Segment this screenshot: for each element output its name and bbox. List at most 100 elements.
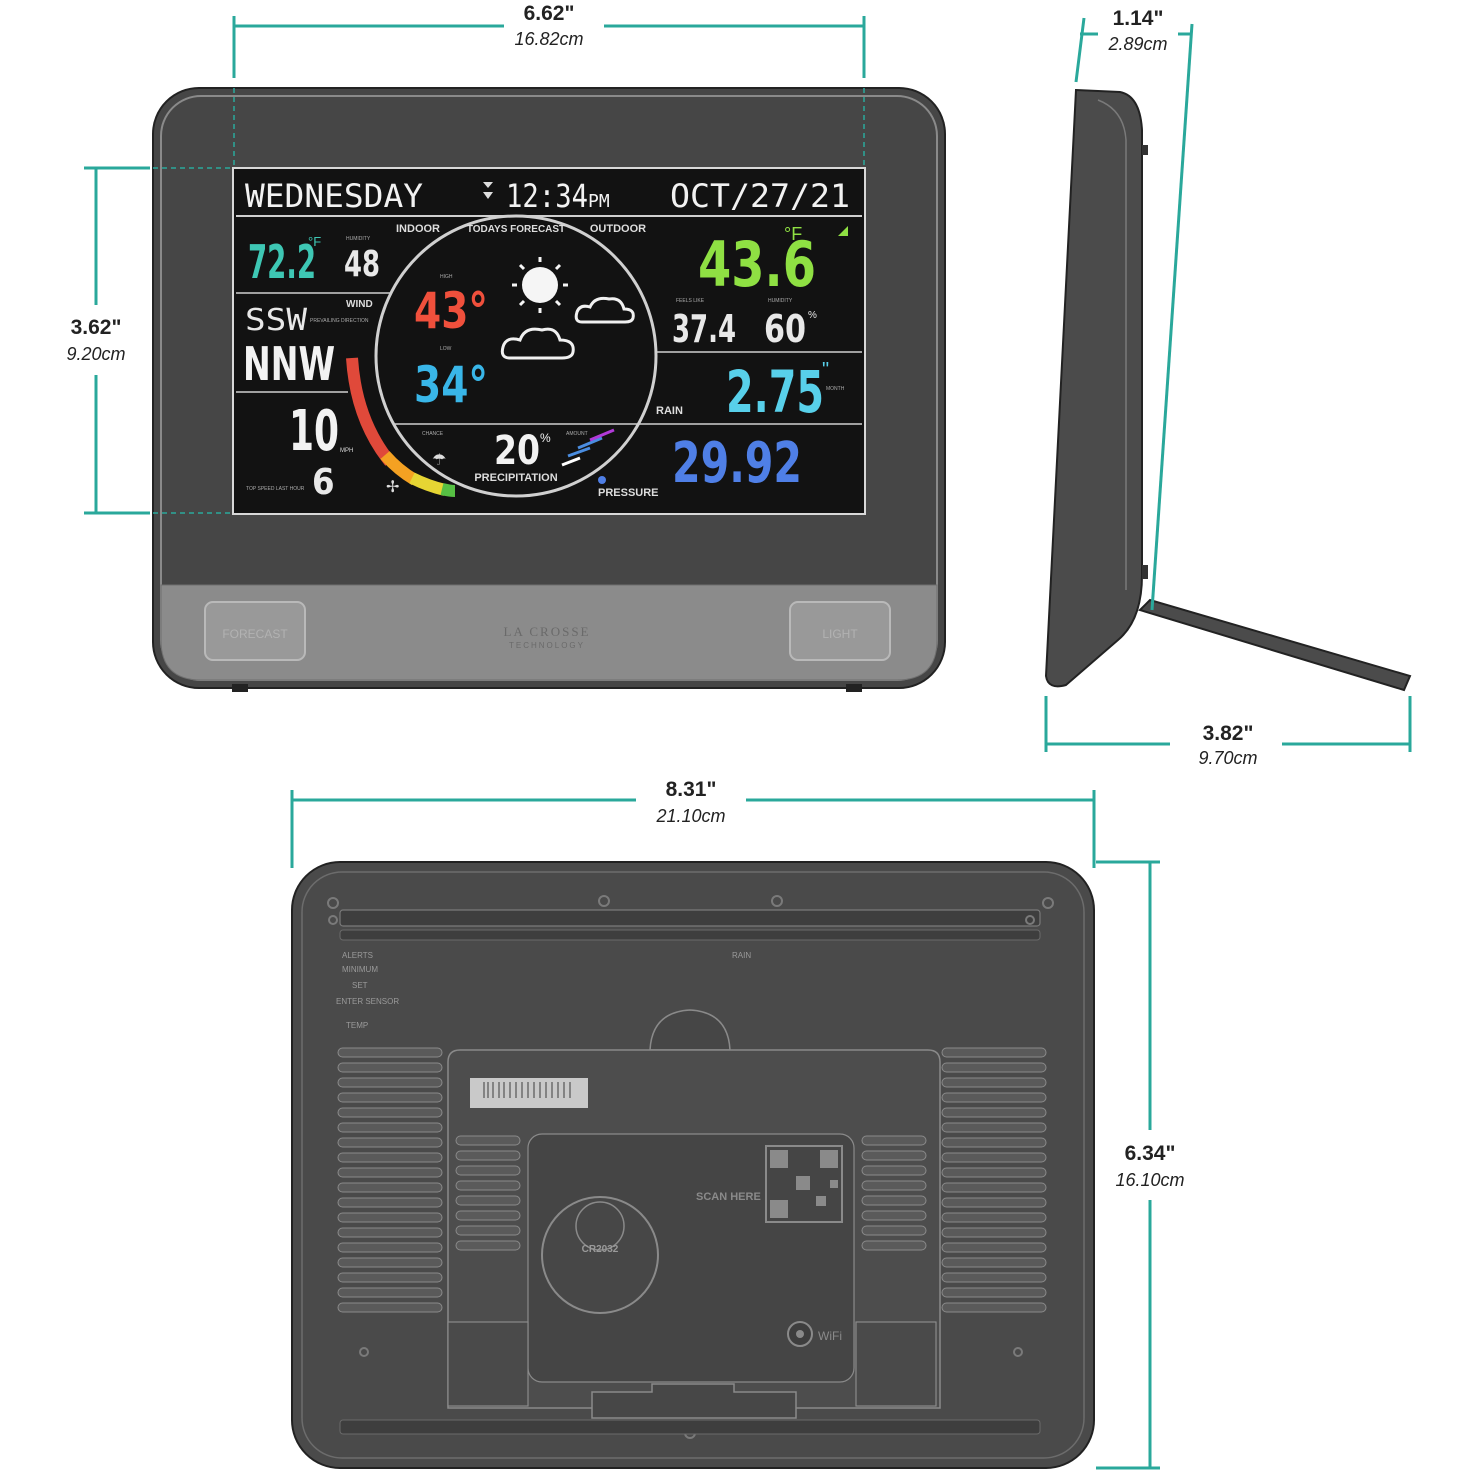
vent-slat <box>941 1257 1047 1268</box>
back-stand-hinge <box>649 1009 731 1051</box>
precip-amount-bars <box>561 428 615 467</box>
vent-slat <box>337 1152 443 1163</box>
forecast-button[interactable] <box>204 601 306 661</box>
lcd-low-label: LOW <box>440 346 452 352</box>
umbrella-icon: ☂ <box>432 452 446 469</box>
lcd-rain: 2.75 <box>726 358 824 426</box>
lcd-chance-label: CHANCE <box>422 431 444 437</box>
lcd-precip-label: PRECIPITATION <box>474 472 557 484</box>
vent-slat <box>455 1210 521 1221</box>
lcd-day: WEDNESDAY <box>245 177 423 215</box>
wind-speed-arc <box>346 357 456 497</box>
fan-icon: ✢ <box>386 479 399 496</box>
vent-slat <box>337 1047 443 1058</box>
lcd-precip-pct-sign: % <box>540 431 551 445</box>
back-bottom-clip <box>591 1383 797 1419</box>
front-foot-right <box>846 684 862 692</box>
lcd-pressure: 29.92 <box>672 431 802 496</box>
side-stand <box>1138 598 1412 692</box>
vent-slat <box>337 1212 443 1223</box>
lcd-wind-speed: 10 <box>289 399 339 464</box>
vent-slat <box>337 1167 443 1178</box>
battery-cover <box>575 1201 625 1251</box>
lcd-ampm: PM <box>588 191 610 212</box>
side-depth-inches: 1.14" <box>1113 7 1164 30</box>
light-button-label: LIGHT <box>822 627 858 641</box>
light-button[interactable] <box>789 601 891 661</box>
lcd-indoor-humidity-label: HUMIDITY <box>346 236 371 242</box>
back-device-rim <box>301 871 1085 1459</box>
battery-compartment <box>541 1196 659 1314</box>
vent-slat <box>941 1122 1047 1133</box>
back-label-2: SET <box>352 981 368 990</box>
vent-slat <box>861 1195 927 1206</box>
vent-slat <box>941 1107 1047 1118</box>
brand-logo-line2: TECHNOLOGY <box>509 641 585 650</box>
front-height-inches: 3.62" <box>71 316 122 339</box>
lcd-pressure-label: PRESSURE <box>598 487 659 499</box>
vent-slat <box>941 1182 1047 1193</box>
lcd-indoor-temp-unit: °F <box>308 234 321 249</box>
back-stand-foot-left <box>447 1321 529 1407</box>
back-vents-inner-right <box>861 1135 927 1251</box>
vent-slat <box>455 1180 521 1191</box>
stand-depth-cm: 9.70cm <box>1198 748 1257 768</box>
back-vents-right <box>941 1047 1047 1313</box>
lcd-outdoor-temp: 43.6 <box>698 228 816 301</box>
sun-icon <box>512 257 568 313</box>
back-vents-left <box>337 1047 443 1313</box>
vent-slat <box>337 1272 443 1283</box>
back-label-0: ALERTS <box>342 951 373 960</box>
back-button-labels: ALERTS MINIMUM SET ENTER SENSOR TEMP RAI… <box>336 951 751 1030</box>
lcd-prev-direction: SSW <box>245 303 308 338</box>
back-label-rain: RAIN <box>732 951 751 960</box>
back-label-3: ENTER SENSOR <box>336 997 399 1006</box>
lcd-outdoor-temp-unit: °F <box>784 224 802 244</box>
outdoor-signal-icon <box>838 226 848 236</box>
lcd-outdoor-humidity-label: HUMIDITY <box>768 298 793 304</box>
front-width-cm: 16.82cm <box>514 29 583 49</box>
vent-slat <box>941 1287 1047 1298</box>
back-vents-inner-left <box>455 1135 521 1251</box>
vent-slat <box>941 1137 1047 1148</box>
vent-slat <box>861 1240 927 1251</box>
lcd-high-label: HIGH <box>440 274 453 280</box>
vent-slat <box>337 1302 443 1313</box>
lcd-prev-direction-label: PREVAILING DIRECTION <box>310 318 369 324</box>
vent-slat <box>337 1182 443 1193</box>
lcd-date: OCT/27/21 <box>670 177 850 215</box>
lcd-rain-unit: MONTH <box>826 386 845 392</box>
vent-slat <box>941 1212 1047 1223</box>
vent-slat <box>455 1135 521 1146</box>
vent-slat <box>941 1152 1047 1163</box>
vent-slat <box>455 1240 521 1251</box>
back-barcode <box>483 1082 571 1098</box>
wifi-signal-icon <box>483 182 493 199</box>
vent-slat <box>337 1137 443 1148</box>
front-height-cm: 9.20cm <box>66 344 125 364</box>
vent-slat <box>941 1047 1047 1058</box>
front-foot-left <box>232 684 248 692</box>
side-depth-tick-left <box>1074 17 1086 83</box>
overall-width-cm: 21.10cm <box>655 806 725 826</box>
side-button-nub <box>1142 145 1148 155</box>
vent-slat <box>455 1195 521 1206</box>
cloud-icon-small <box>574 296 635 324</box>
overall-width-inches: 8.31" <box>666 778 717 801</box>
lcd-outdoor-humidity-pct: % <box>808 310 817 321</box>
front-view: FORECAST LIGHT LA CROSSE TECHNOLOGY WEDN… <box>66 2 946 692</box>
vent-slat <box>861 1165 927 1176</box>
lcd-wind-speed-unit: MPH <box>340 448 353 454</box>
lcd-amount-label: AMOUNT <box>566 431 588 437</box>
lcd-precip-pct: 20 <box>494 428 540 474</box>
lcd-gust-label: TOP SPEED LAST HOUR <box>246 486 305 492</box>
side-depth-cm: 2.89cm <box>1107 34 1167 54</box>
vent-slat <box>861 1225 927 1236</box>
vent-slat <box>337 1077 443 1088</box>
vent-slat <box>455 1150 521 1161</box>
side-view: 1.14" 2.89cm 3.82" 9.70cm <box>1044 7 1412 768</box>
vent-slat <box>941 1092 1047 1103</box>
back-label-1: MINIMUM <box>342 965 378 974</box>
lcd-indoor-humidity: 48 <box>344 244 380 285</box>
lcd-time: 12:34 <box>506 177 588 215</box>
